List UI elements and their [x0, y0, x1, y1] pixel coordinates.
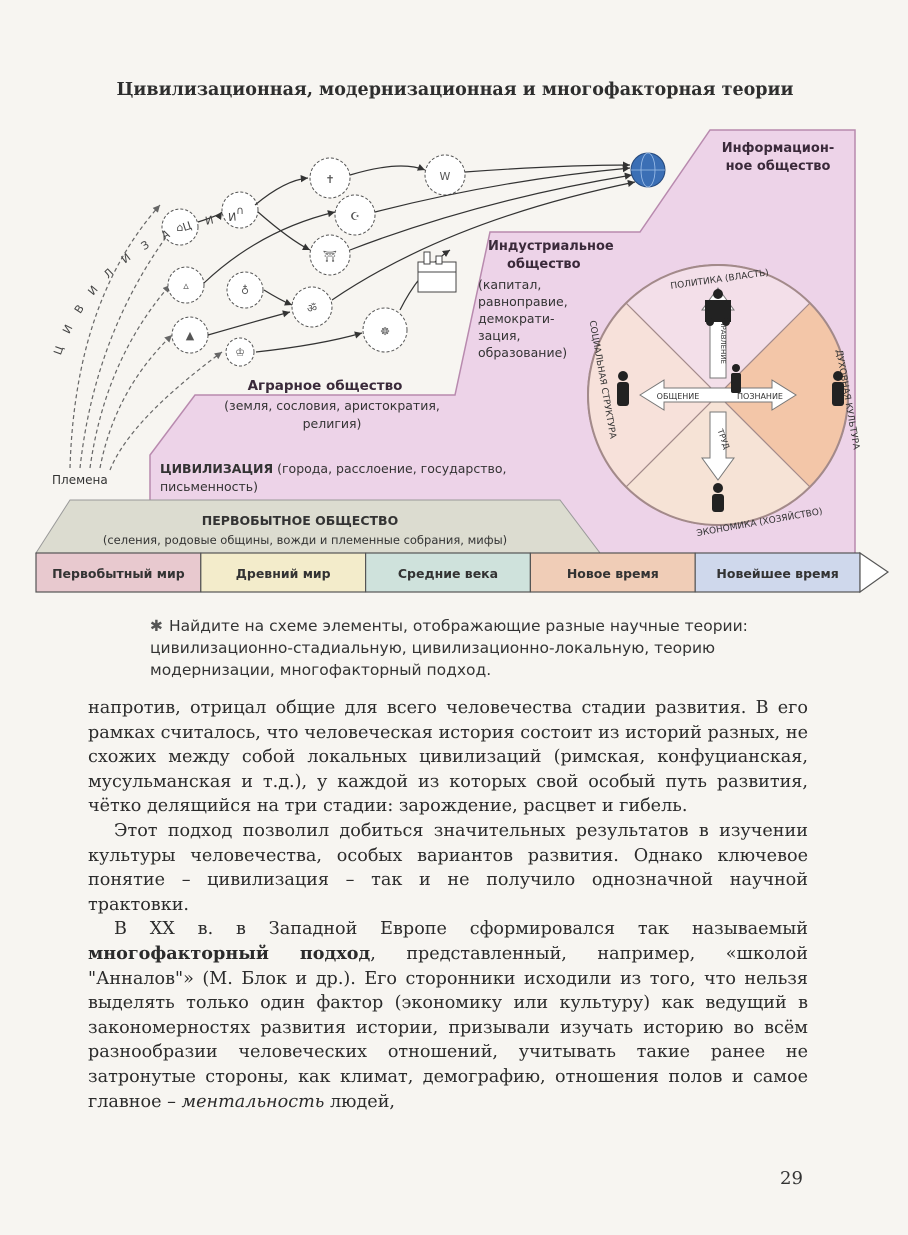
- info-society-label-1: Информацион-: [722, 141, 834, 156]
- w-letter-icon: W: [440, 170, 451, 183]
- primitive-desc: (селения, родовые общины, вожди и племен…: [103, 533, 507, 547]
- timeline-segment: [365, 552, 532, 593]
- industrial-desc-line: зация,: [478, 328, 520, 343]
- multifactor-term: многофакторный подход: [88, 942, 371, 964]
- egypt-civ-icon: [167, 266, 205, 304]
- civilization-icons: [161, 154, 466, 367]
- civ-arc-letter: И: [204, 213, 215, 227]
- multifactor-circle: ОБЩЕНИЕ ПОЗНАНИЕ ТРУД УПРАВЛЕНИЕ ПОЛИТИК…: [587, 264, 861, 539]
- economy-figure-icon: [712, 483, 724, 512]
- politics-figures-icon: [705, 289, 731, 326]
- stupa-icon: ♁: [241, 284, 249, 297]
- paragraph-2: Этот подход позволил добиться значительн…: [88, 820, 808, 915]
- civ-arc-letter: И: [119, 251, 133, 266]
- paragraph-1: напротив, отрицал общие для всего челове…: [88, 698, 808, 817]
- mentality-term: ментальность: [181, 1091, 325, 1112]
- industrial-title-1: Индустриальное: [488, 239, 614, 254]
- crown-icon: ♔: [235, 346, 245, 359]
- rome-civ-icon: [221, 191, 259, 229]
- primitive-title: ПЕРВОБЫТНОЕ ОБЩЕСТВО: [202, 513, 398, 528]
- civ-arc-letter: Ц: [51, 344, 66, 357]
- chinese-civ-icon: [309, 234, 351, 276]
- factory-icon: [417, 251, 457, 293]
- industrial-title-2: общество: [507, 257, 581, 272]
- dharma-wheel-icon: ☸: [380, 325, 390, 338]
- culture-figure-icon: [832, 371, 844, 406]
- industrial-desc-line: равноправие,: [478, 294, 568, 309]
- far-east-civ-icon: [362, 307, 408, 353]
- islamic-civ-icon: [334, 194, 376, 236]
- civ-arc-letter: В: [72, 302, 87, 315]
- civ-arc-letter: Л: [101, 266, 116, 281]
- paragraph-3-part-b: , представленный, например, «школой "Анн…: [88, 943, 808, 1112]
- industrial-desc-line: демократи-: [478, 311, 554, 326]
- arrow-right-label: ПОЗНАНИЕ: [737, 392, 783, 401]
- timeline-label: Первобытный мир: [52, 566, 185, 581]
- industrial-desc-line: (капитал,: [478, 277, 541, 292]
- crescent-icon: ☪: [350, 210, 360, 223]
- page-title: Цивилизационная, модернизационная и мног…: [116, 80, 794, 100]
- timeline-label: Средние века: [398, 566, 498, 581]
- timeline-segment: [694, 552, 861, 593]
- arrow-down: [701, 411, 735, 481]
- arrow-left-label: ОБЩЕНИЕ: [657, 392, 700, 401]
- persia-civ-icon: [225, 337, 255, 367]
- civ-arc-letter: И: [60, 323, 75, 336]
- diagram-caption: ✱Найдите на схеме элементы, отображающие…: [150, 615, 820, 681]
- civ-arc-letter: З: [139, 238, 152, 253]
- arrow-horizontal: [639, 379, 797, 411]
- hindu-civ-icon: [291, 286, 333, 328]
- greece-civ-icon: [161, 208, 199, 246]
- agrarian-desc-2: религия): [303, 416, 362, 431]
- tribes-label: Племена: [52, 473, 108, 487]
- civilization-desc-2: письменность): [160, 479, 258, 494]
- tribe-arrows: [69, 204, 223, 471]
- agrarian-desc-1: (земля, сословия, аристократия,: [224, 398, 440, 413]
- industrial-description: (капитал, равноправие, демократи-зация, обр…: [478, 277, 568, 360]
- timeline-segment: [529, 552, 696, 593]
- arch-icon: ∩: [236, 204, 244, 217]
- timeline-label: Новое время: [567, 566, 659, 581]
- pyramid-icon: ▵: [183, 279, 189, 292]
- civ-arc-letter: И: [228, 210, 237, 224]
- civilization-word: ЦИВИЛИЗАЦИЯ: [160, 461, 273, 476]
- timeline-label: Древний мир: [236, 566, 331, 581]
- info-society-label-2: ное общество: [726, 159, 831, 174]
- western-civ-icon: [424, 154, 466, 196]
- timeline-bar: Первобытный мир Древний мир Средние века Но…: [35, 552, 861, 593]
- caption-text: Найдите на схеме элементы, отображающие …: [150, 617, 748, 679]
- pagoda-icon: ⛩: [323, 250, 337, 263]
- body-text: напротив, отрицал общие для всего челове…: [88, 696, 808, 1114]
- civ-arc-letter: И: [85, 283, 100, 298]
- page-number: 29: [780, 1168, 803, 1189]
- civilization-theories-diagram: ОБЩЕНИЕ ПОЗНАНИЕ ТРУД УПРАВЛЕНИЕ ПОЛИТИК…: [35, 129, 890, 594]
- arrow-up-label: УПРАВЛЕНИЕ: [719, 316, 727, 364]
- paragraph-3-part-c: людей,: [324, 1091, 396, 1112]
- timeline-label: Новейшее время: [716, 566, 838, 581]
- ziggurat-icon: ▲: [186, 329, 195, 342]
- timeline-arrowhead: [859, 551, 890, 594]
- industrial-desc-line: образование): [478, 345, 567, 360]
- temple-icon: ⌂: [177, 221, 184, 234]
- paragraph-3-part-a: В XX в. в Западной Европе сформировался …: [114, 919, 808, 940]
- civilization-label: ЦИВИЛИЗАЦИЯ (города, расслоение, государ…: [160, 461, 507, 476]
- civilization-arrows: [197, 161, 636, 353]
- om-icon: ॐ: [307, 302, 317, 315]
- globe-icon: [630, 152, 666, 188]
- buddhist-civ-icon: [226, 271, 264, 309]
- caption-bullet-icon: ✱: [150, 617, 163, 635]
- paragraph-3: В XX в. в Западной Европе сформировался …: [88, 917, 808, 1114]
- central-figure-icon: [731, 364, 741, 393]
- byzantine-civ-icon: [309, 157, 351, 199]
- agrarian-title: Аграрное общество: [248, 378, 403, 394]
- civilization-desc-1: (города, расслоение, государство,: [273, 461, 506, 476]
- timeline-segment: [200, 552, 367, 593]
- cross-icon: ✝: [325, 173, 334, 186]
- social-figure-icon: [617, 371, 629, 406]
